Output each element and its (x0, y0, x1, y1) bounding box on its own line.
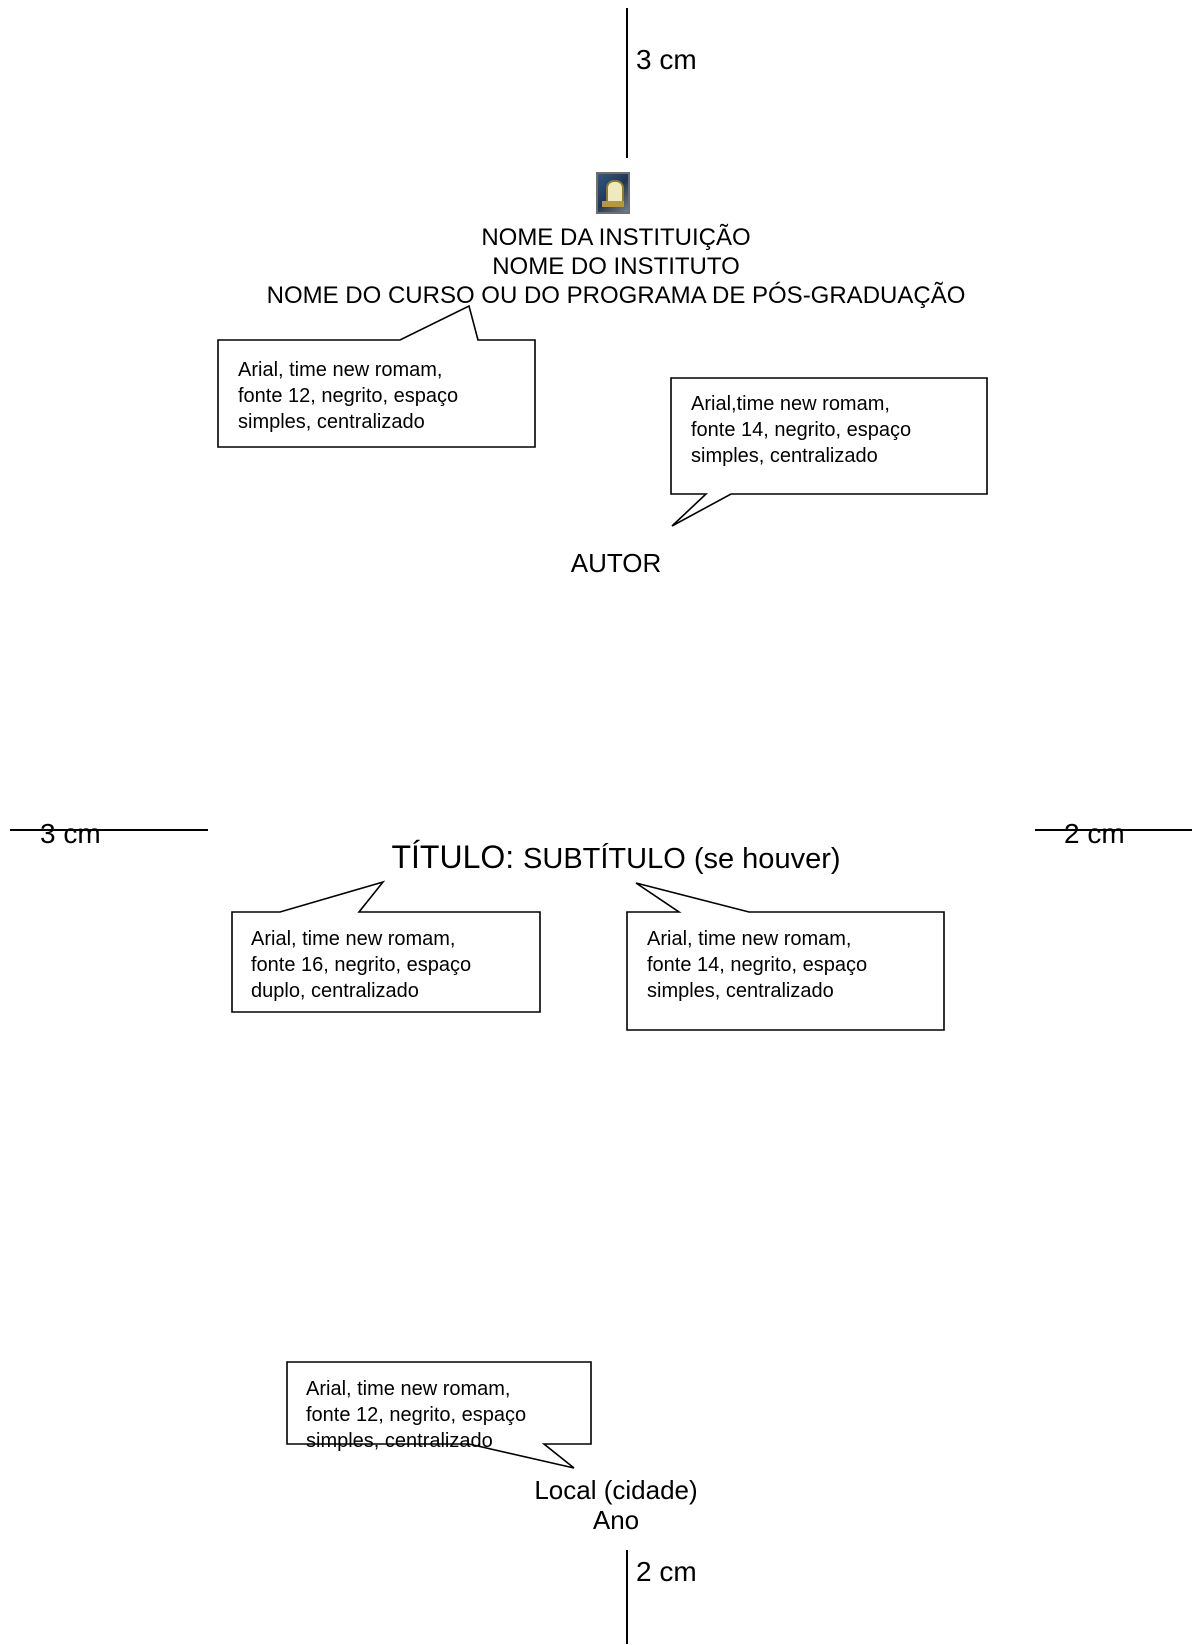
callout-3-line-2: fonte 16, negrito, espaço (251, 954, 472, 976)
callout-3-line-3: duplo, centralizado (251, 980, 419, 1002)
left-margin-label: 3 cm (40, 818, 101, 849)
callout-2-shape (670, 377, 988, 527)
callout-1-text: Arial, time new romam, fonte 12, negrito… (238, 357, 458, 435)
callout-1-shape (217, 304, 536, 448)
callout-2-line-3: simples, centralizado (691, 445, 878, 467)
institution-name: NOME DA INSTITUIÇÃO (481, 224, 751, 251)
callout-3-shape (231, 880, 541, 1013)
callout-2-text: Arial,time new romam, fonte 14, negrito,… (691, 391, 911, 469)
callout-3-line-1: Arial, time new romam, (251, 928, 456, 950)
title-line: TÍTULO: SUBTÍTULO (se houver) (0, 839, 1197, 876)
local-city: Local (cidade) (534, 1475, 698, 1505)
callout-1-line-2: fonte 12, negrito, espaço (238, 385, 459, 407)
bottom-margin-label: 2 cm (636, 1556, 697, 1587)
callout-5-line-1: Arial, time new romam, (306, 1378, 511, 1400)
callout-4-text: Arial, time new romam, fonte 14, negrito… (647, 926, 867, 1004)
year: Ano (592, 1505, 640, 1535)
callout-5-line-2: fonte 12, negrito, espaço (306, 1404, 527, 1426)
callout-5-line-3: simples, centralizado (306, 1430, 493, 1452)
callout-2-line-2: fonte 14, negrito, espaço (691, 419, 912, 441)
callout-4-shape (626, 882, 945, 1031)
callout-1-line-3: simples, centralizado (238, 411, 425, 433)
callout-5-text: Arial, time new romam, fonte 12, negrito… (306, 1376, 526, 1454)
title-suffix: (se houver) (685, 843, 841, 875)
callout-4-line-1: Arial, time new romam, (647, 928, 852, 950)
callout-2-line-1: Arial,time new romam, (691, 393, 890, 415)
callout-4-line-2: fonte 14, negrito, espaço (647, 954, 868, 976)
title-subtitle: SUBTÍTULO (523, 843, 686, 875)
top-margin-label: 3 cm (636, 44, 697, 75)
callout-4-line-3: simples, centralizado (647, 980, 834, 1002)
course-name: NOME DO CURSO OU DO PROGRAMA DE PÓS-GRAD… (266, 282, 966, 309)
callout-5-shape (286, 1361, 592, 1469)
title-main: TÍTULO: (391, 839, 524, 875)
right-margin-label: 2 cm (1064, 818, 1125, 849)
institute-name: NOME DO INSTITUTO (492, 253, 740, 280)
callout-1-line-1: Arial, time new romam, (238, 359, 443, 381)
university-crest-icon (596, 172, 630, 214)
callout-3-text: Arial, time new romam, fonte 16, negrito… (251, 926, 471, 1004)
author-name: AUTOR (570, 548, 662, 578)
